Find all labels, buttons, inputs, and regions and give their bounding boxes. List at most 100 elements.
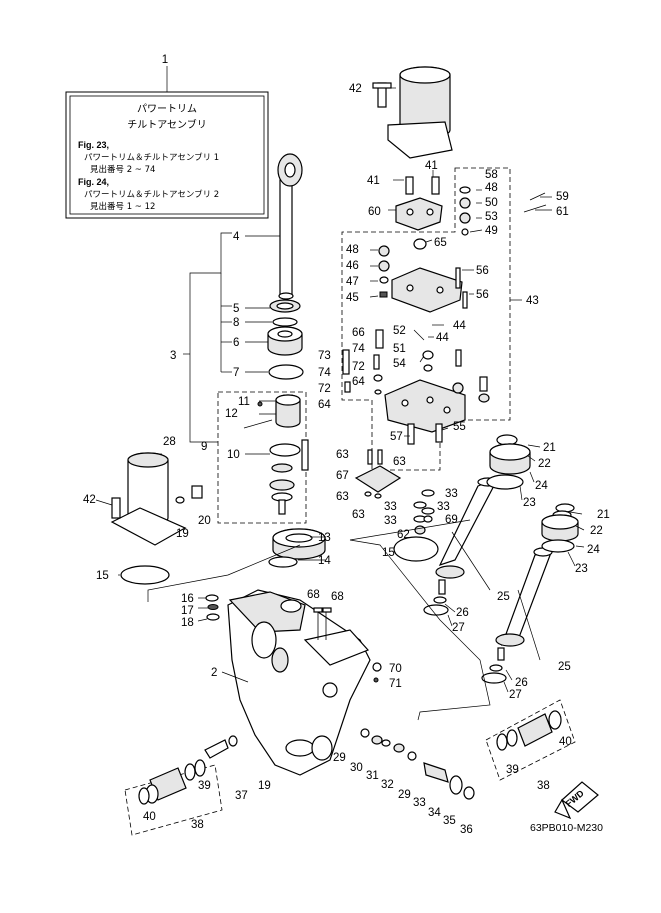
callout-11: 11 (238, 396, 250, 408)
callout-14: 14 (318, 555, 331, 567)
leader-lines (95, 87, 585, 721)
callout-60: 60 (368, 206, 381, 218)
callout-70: 70 (389, 663, 402, 675)
callout-26-lower: 26 (515, 677, 528, 689)
manual-valve-right (496, 710, 562, 751)
o-ring-15-right (393, 536, 439, 562)
callout-72-upper: 72 (352, 361, 365, 373)
callout-23-upper: 23 (523, 497, 536, 509)
callout-50: 50 (485, 197, 498, 209)
callout-2: 2 (211, 667, 217, 679)
callout-34: 34 (428, 807, 441, 819)
callout-21-lower: 21 (597, 509, 610, 521)
box-title-line2: チルトアセンブリ (127, 118, 207, 131)
tilt-piston-assembly (243, 394, 309, 515)
callout-62: 62 (397, 529, 410, 541)
callout-29-right: 29 (398, 789, 411, 801)
trim-ram-upper (423, 434, 531, 616)
callout-20: 20 (198, 515, 211, 527)
callout-5: 5 (233, 303, 239, 315)
callout-56-lower: 56 (476, 289, 489, 301)
callout-8: 8 (233, 317, 239, 329)
callout-64-upper: 64 (352, 376, 365, 388)
callout-27-lower: 27 (509, 689, 522, 701)
callout-69: 69 (445, 514, 458, 526)
callout-41-left: 41 (367, 175, 380, 187)
callout-27-upper: 27 (452, 622, 465, 634)
callout-4: 4 (233, 231, 240, 243)
callout-38-left: 38 (191, 819, 204, 831)
callout-63-a: 63 (336, 449, 349, 461)
trim-ram-lower (481, 503, 579, 684)
group-boundaries (124, 167, 576, 836)
callout-3: 3 (170, 350, 176, 362)
fig1-range: 見出番号 2 ~ 74 (90, 164, 155, 175)
small-rings-16-18 (205, 594, 382, 683)
callout-24-lower: 24 (587, 544, 600, 556)
pump-assembly-upper (378, 176, 547, 313)
manual-valve-left (138, 735, 238, 805)
callout-45: 45 (346, 292, 359, 304)
callout-25-upper: 25 (497, 591, 510, 603)
callout-19-bottom: 19 (258, 780, 271, 792)
callout-36: 36 (460, 824, 473, 836)
callout-18: 18 (181, 617, 194, 629)
callout-52: 52 (393, 325, 406, 337)
fig2-name: パワートリム＆チルトアセンブリ 2 (84, 189, 219, 200)
assembly-info-box: 1 パワートリム チルトアセンブリ Fig. 23, パワートリム＆チルトアセン… (65, 54, 269, 219)
callout-51: 51 (393, 343, 406, 355)
callout-29-left: 29 (333, 752, 346, 764)
fig2-ref: Fig. 24, (78, 177, 109, 187)
callout-40-left: 40 (143, 811, 156, 823)
callout-28: 28 (163, 436, 176, 448)
callout-59: 59 (556, 191, 569, 203)
callout-44-upper: 44 (453, 320, 466, 332)
callout-22-upper: 22 (538, 458, 551, 470)
callout-19-top: 19 (176, 528, 189, 540)
fwd-direction-badge: FWD (554, 781, 599, 820)
o-ring-15-left (120, 565, 170, 585)
callout-6: 6 (233, 337, 239, 349)
callout-1: 1 (162, 54, 168, 66)
fig1-ref: Fig. 23, (78, 140, 109, 150)
callout-39-right: 39 (506, 764, 519, 776)
callout-53: 53 (485, 211, 498, 223)
callout-26-upper: 26 (456, 607, 469, 619)
callout-67: 67 (336, 470, 349, 482)
callout-15-left: 15 (96, 570, 109, 582)
callout-22-lower: 22 (590, 525, 603, 537)
callout-24-upper: 24 (535, 480, 548, 492)
callout-64-lower: 64 (318, 399, 331, 411)
callout-40-right: 40 (559, 736, 572, 748)
callout-65: 65 (434, 237, 447, 249)
callout-35: 35 (443, 815, 456, 827)
callout-37: 37 (235, 790, 248, 802)
callout-numbers: 2 3 4 5 6 7 8 9 10 11 12 13 14 15 15 16 … (83, 83, 610, 836)
callout-63-c: 63 (336, 491, 349, 503)
callout-68-right: 68 (331, 591, 344, 603)
callout-33-c: 33 (437, 501, 450, 513)
callout-41-right: 41 (425, 160, 438, 172)
callout-17: 17 (181, 605, 194, 617)
callout-25-lower: 25 (558, 661, 571, 673)
trim-cylinder-body (227, 589, 371, 776)
callout-12: 12 (225, 408, 238, 420)
callout-9: 9 (201, 441, 207, 453)
tilt-rod (277, 153, 303, 300)
callout-38-right: 38 (537, 780, 550, 792)
callout-33-d: 33 (384, 515, 397, 527)
callout-44-lower: 44 (436, 332, 449, 344)
trim-motor (372, 66, 453, 159)
reservoir-tank (110, 452, 203, 546)
callout-21-upper: 21 (543, 442, 556, 454)
callout-63-b: 63 (393, 456, 406, 468)
callout-33-e: 33 (413, 797, 426, 809)
callout-63-d: 63 (352, 509, 365, 521)
callout-33-a: 33 (445, 488, 458, 500)
callout-72-lower: 72 (318, 383, 331, 395)
callout-48-left: 48 (346, 244, 359, 256)
callout-42-top: 42 (349, 83, 362, 95)
callout-46: 46 (346, 260, 359, 272)
callout-66: 66 (352, 327, 365, 339)
